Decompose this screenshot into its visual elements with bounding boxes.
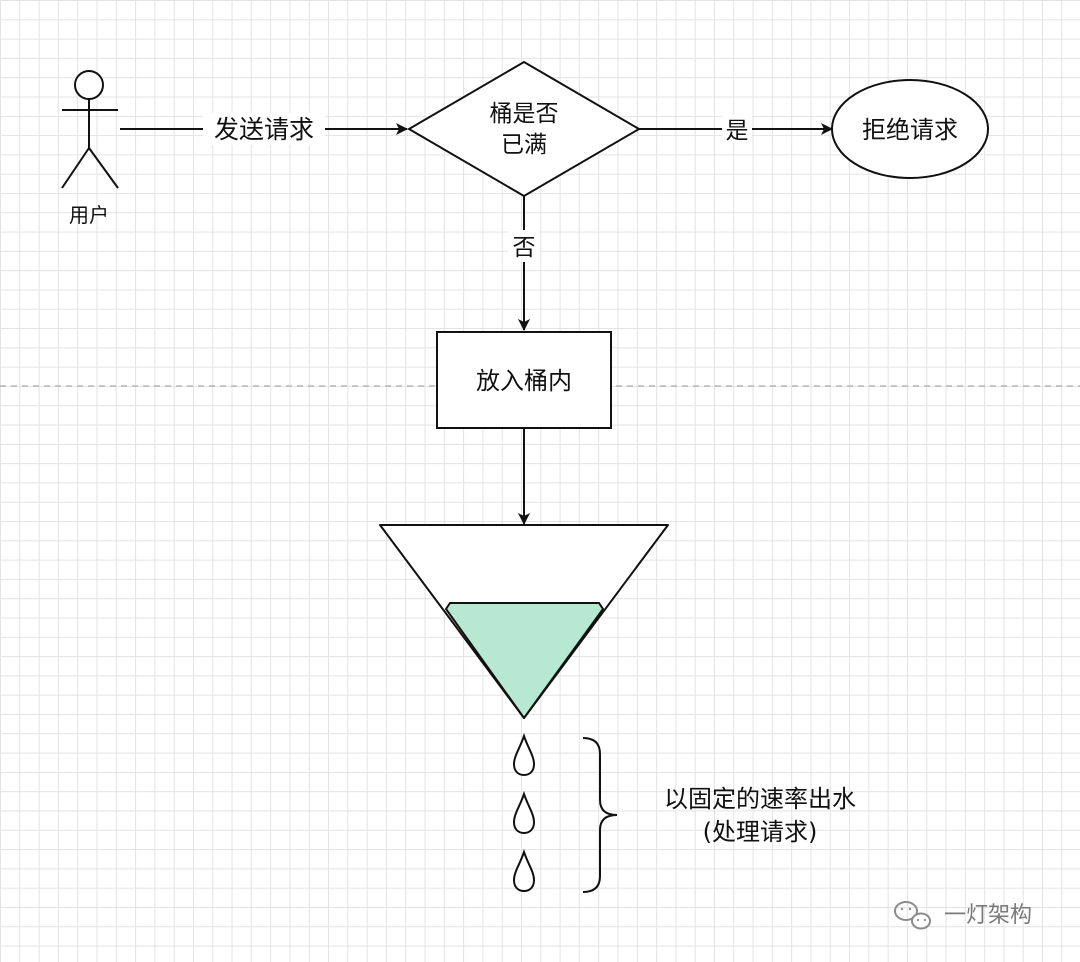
reject-request-node — [831, 79, 989, 179]
edge-yes-label: 是 — [726, 118, 749, 144]
actor-label: 用户 — [69, 203, 109, 227]
reject-request-label: 拒绝请求 — [862, 116, 958, 144]
bucket-water — [445, 602, 604, 719]
edge-no-label-bg — [508, 230, 540, 262]
curly-brace-icon — [582, 737, 618, 893]
water-drop-icon — [512, 848, 536, 893]
watermark-text: 一灯架构 — [944, 903, 1032, 928]
decision-label-line2: 已满 — [501, 132, 547, 158]
user-actor-icon — [61, 70, 119, 189]
put-in-bucket-label: 放入桶内 — [476, 367, 572, 395]
outflow-label-line1: 以固定的速率出水 — [664, 785, 856, 813]
edge-send-label: 发送请求 — [214, 115, 314, 144]
edge-send-label-bg — [203, 113, 325, 145]
edge-no-label: 否 — [513, 235, 536, 261]
edge-yes-label-bg — [722, 115, 752, 143]
decision-label-line1: 桶是否 — [490, 101, 559, 127]
water-drop-icon — [512, 790, 536, 835]
water-drop-icon — [512, 732, 536, 777]
decision-diamond — [407, 60, 641, 198]
outflow-label-line2: (处理请求) — [703, 818, 818, 846]
wechat-icon — [894, 901, 931, 930]
